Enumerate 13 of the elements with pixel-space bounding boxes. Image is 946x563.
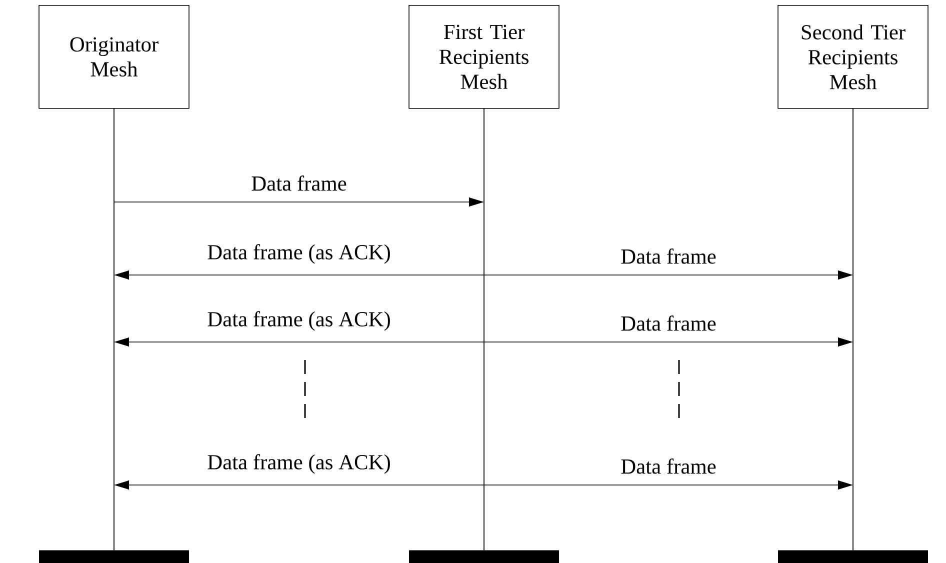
edge-label: Data frame (as ACK): [208, 311, 390, 331]
lifeline-header-box: First Tier Recipients Mesh: [408, 5, 560, 109]
edge-label: Data frame: [621, 248, 716, 264]
edge-label: Data frame (as ACK): [208, 454, 390, 474]
edge-label: Data frame: [252, 176, 346, 191]
lifeline-end-bar: [778, 550, 928, 563]
edge-label: Data frame: [621, 458, 716, 474]
lifeline-header-box: Second Tier Recipients Mesh: [778, 5, 928, 109]
lifeline-header-box: Originator Mesh: [38, 5, 190, 109]
lifeline-end-bar: [409, 550, 559, 563]
edge-label: Data frame (as ACK): [208, 244, 390, 264]
edge-label: Data frame: [621, 316, 716, 331]
lifeline-end-bar: [39, 550, 189, 563]
